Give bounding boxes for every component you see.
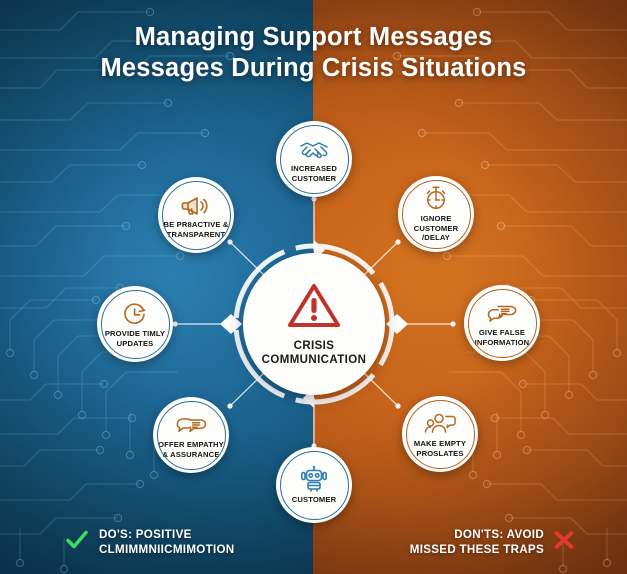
footer-dos: DO'S: POSITIVE CLMIMMNIICMIMOTION: [66, 527, 234, 557]
node-label: PROVIDE TIMLY UPDATES: [98, 329, 172, 348]
speech-bubbles-icon: [175, 411, 207, 437]
footer-dos-text: DO'S: POSITIVE CLMIMMNIICMIMOTION: [99, 527, 234, 557]
footer-donts-text: DON'TS: AVOID MISSED THESE TRAPS: [410, 527, 544, 557]
speech-bubbles-icon: [486, 299, 518, 325]
node-label-line-1: CUSTOMER: [291, 494, 337, 504]
node-label-line-2: PROSLATES: [416, 448, 464, 458]
node-label: GIVE FALSE INFORMATION: [465, 328, 539, 347]
node-label: BE PR8ACTIVE & TRANSPARENT: [159, 220, 233, 239]
page-title: Managing Support Messages Messages Durin…: [0, 22, 627, 84]
node-label-line-1: PROVIDE TIMLY: [104, 329, 166, 339]
node-give-false-information[interactable]: GIVE FALSE INFORMATION: [464, 285, 540, 361]
check-icon: [66, 530, 88, 555]
node-label: MAKE EMPTY PROSLATES: [403, 439, 477, 458]
node-label-line-1: INCREASED: [290, 164, 338, 174]
hub-label-line-1: CRISIS: [293, 340, 335, 352]
megaphone-icon: [181, 191, 211, 217]
node-label-line-2: TRANSPARENT: [166, 229, 226, 239]
node-label: OFFER EMPATHY & ASSURANCE: [154, 440, 228, 459]
footer-donts-line-1: DON'TS: AVOID: [454, 528, 544, 541]
node-label-line-1: OFFER EMPATHY: [158, 440, 224, 450]
title-line-1: Managing Support Messages: [134, 23, 493, 51]
node-ignore-customer-delay[interactable]: IGNORE CUSTOMER /DELAY: [398, 176, 474, 252]
footer-dos-line-1: DO'S: POSITIVE: [99, 528, 192, 541]
footer-donts: DON'TS: AVOID MISSED THESE TRAPS: [410, 527, 575, 557]
node-label: INCREASED CUSTOMER: [277, 164, 351, 183]
node-label: CUSTOMER: [277, 495, 351, 504]
footer-dos-line-2: CLMIMMNIICMIMOTION: [99, 543, 235, 556]
node-label-line-2: UPDATES: [116, 338, 154, 348]
node-label-line-1: IGNORE CUSTOMER: [413, 214, 459, 233]
node-label-line-1: BE PR8ACTIVE &: [163, 220, 229, 230]
warning-triangle-icon: [286, 281, 342, 334]
node-provide-timely-updates[interactable]: PROVIDE TIMLY UPDATES: [97, 286, 173, 362]
node-label-line-2: CUSTOMER: [291, 173, 337, 183]
handshake-icon: [299, 135, 329, 161]
node-label: IGNORE CUSTOMER /DELAY: [399, 214, 473, 242]
cross-icon: [553, 530, 575, 555]
people-speech-icon: [424, 410, 456, 436]
hub-label-line-2: COMMUNICATION: [261, 354, 367, 366]
node-label-line-2: INFORMATION: [474, 337, 530, 347]
node-label-line-1: MAKE EMPTY: [413, 439, 467, 449]
stopwatch-icon: [423, 185, 449, 211]
node-label-line-2: & ASSURANCE: [162, 449, 220, 459]
node-offer-empathy[interactable]: OFFER EMPATHY & ASSURANCE: [153, 397, 229, 473]
hub-crisis-communication[interactable]: CRISIS COMMUNICATION: [243, 253, 385, 395]
clock-icon: [122, 300, 148, 326]
node-be-proactive[interactable]: BE PR8ACTIVE & TRANSPARENT: [158, 177, 234, 253]
node-customer[interactable]: CUSTOMER: [276, 447, 352, 523]
node-make-empty-promises[interactable]: MAKE EMPTY PROSLATES: [402, 396, 478, 472]
node-increased-customer[interactable]: INCREASED CUSTOMER: [276, 121, 352, 197]
hub-label: CRISIS COMMUNICATION: [262, 339, 367, 367]
circuit-pattern-left: [0, 7, 235, 574]
node-label-line-2: /DELAY: [421, 233, 451, 243]
node-label-line-1: GIVE FALSE: [478, 328, 526, 338]
title-line-2: Messages During Crisis Situations: [100, 54, 527, 82]
robot-icon: [300, 465, 328, 492]
footer-donts-line-2: MISSED THESE TRAPS: [409, 543, 544, 556]
